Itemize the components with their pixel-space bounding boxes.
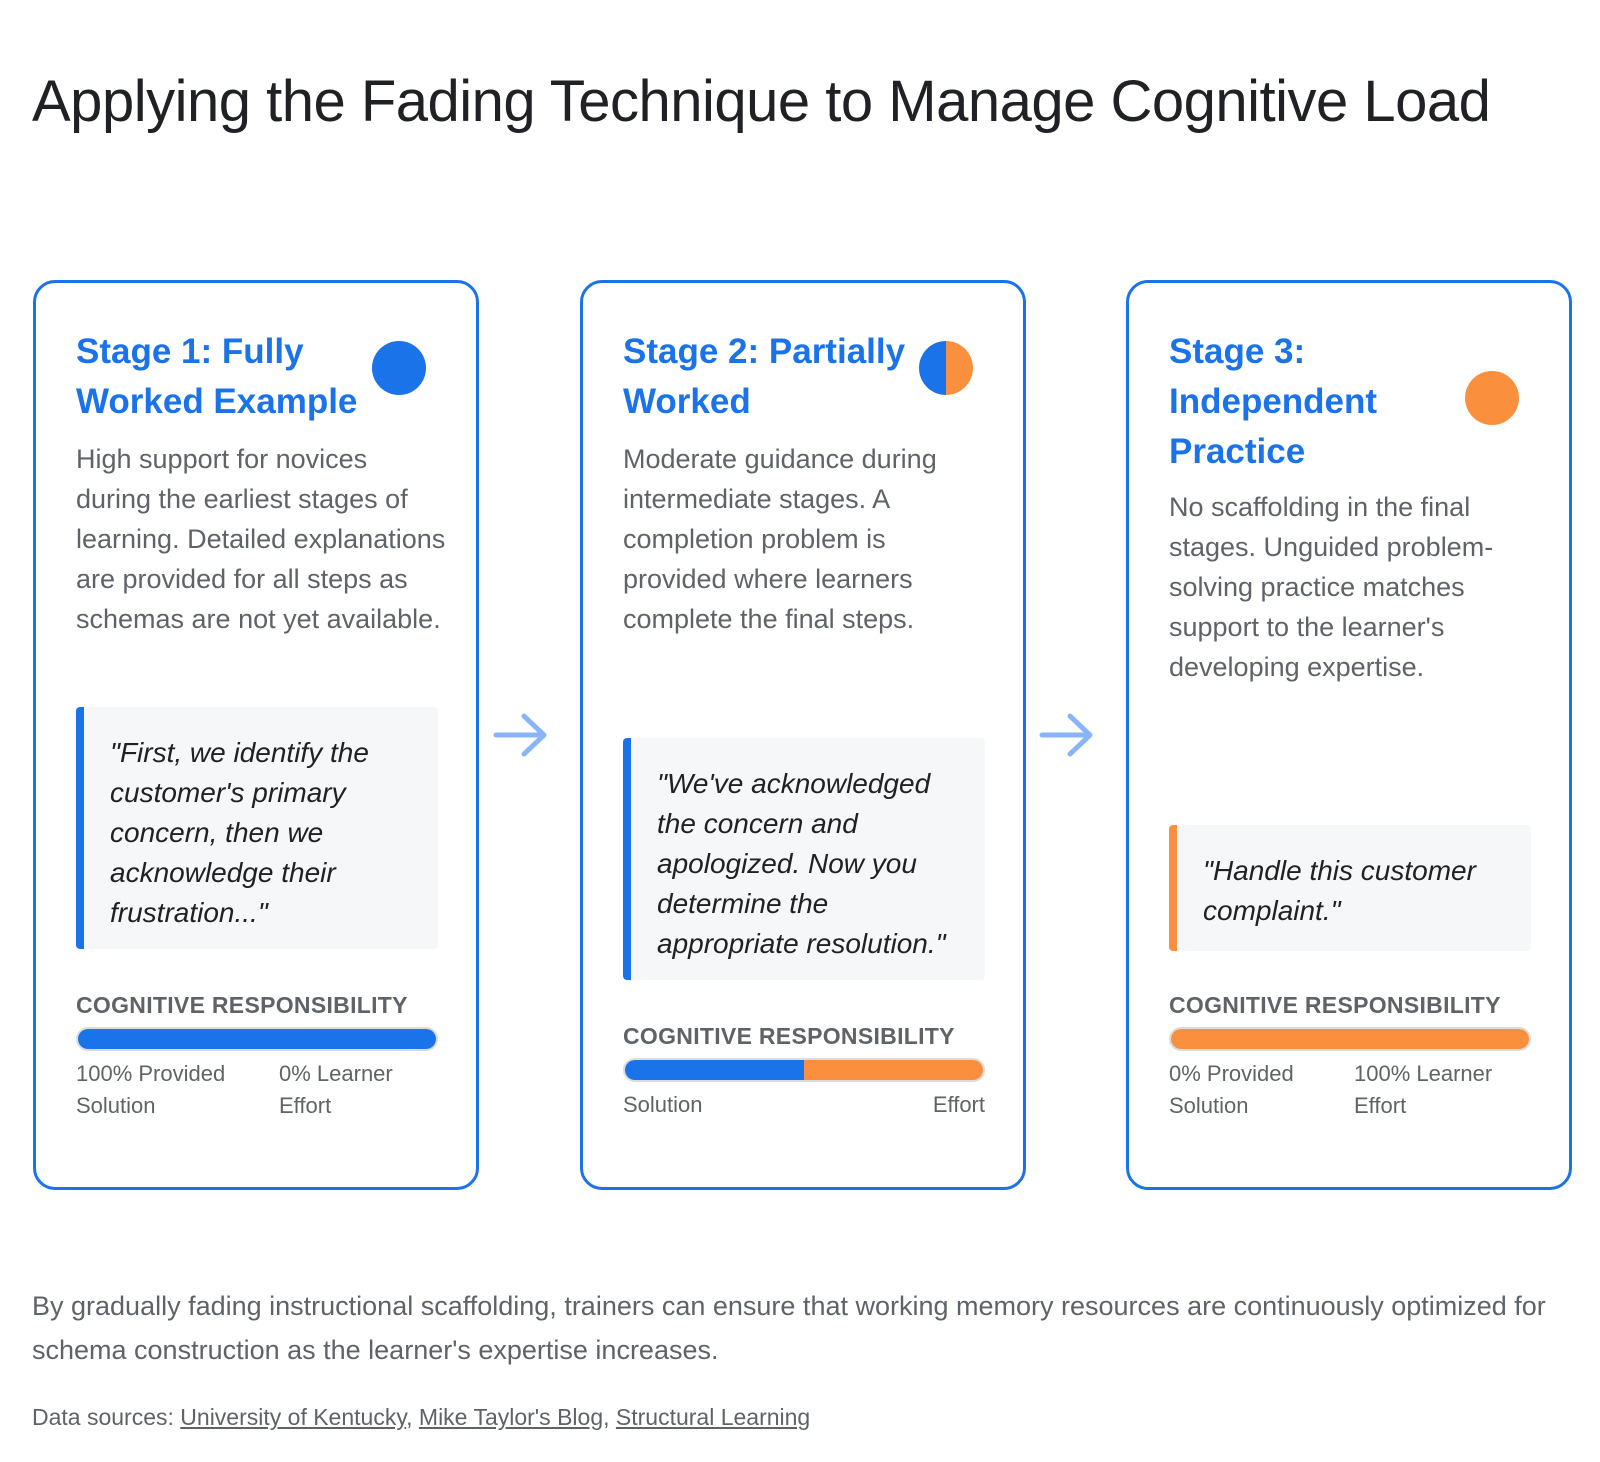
source-link-university-of-kentucky[interactable]: University of Kentucky [180, 1404, 407, 1430]
stage-description: No scaffolding in the final stages. Ungu… [1169, 492, 1494, 682]
cognitive-responsibility-label: COGNITIVE RESPONSIBILITY [623, 1023, 955, 1049]
stage-title: Stage 3: Independent Practice [1169, 332, 1378, 471]
responsibility-bar [1169, 1027, 1531, 1051]
half-blue-half-orange-circle-icon [919, 341, 973, 395]
right-arrow-icon [1039, 713, 1093, 757]
provided-solution-fill [625, 1060, 804, 1080]
solid-orange-circle-icon [1465, 371, 1519, 425]
source-link-structural-learning[interactable]: Structural Learning [615, 1404, 811, 1430]
provided-solution-label: Solution [623, 1092, 703, 1117]
stage-card-3: Stage 3: Independent Practice No scaffol… [1126, 280, 1572, 1190]
learner-effort-label: 0% Learner Effort [279, 1061, 393, 1118]
stage-title: Stage 1: Fully Worked Example [76, 332, 358, 421]
data-sources: Data sources: University of Kentucky, Mi… [32, 1404, 811, 1430]
example-quote: "Handle this customer complaint." [1169, 825, 1531, 951]
right-arrow-icon [493, 713, 547, 757]
page-title: Applying the Fading Technique to Manage … [32, 69, 1491, 134]
stage-description: Moderate guidance during intermediate st… [623, 444, 937, 634]
summary-text: By gradually fading instructional scaffo… [32, 1291, 1546, 1365]
stage-card-2: Stage 2: Partially Worked Moderate guida… [580, 280, 1026, 1190]
learner-effort-label: 100% Learner Effort [1354, 1061, 1493, 1118]
solid-blue-circle-icon [372, 341, 426, 395]
cognitive-responsibility-label: COGNITIVE RESPONSIBILITY [76, 992, 408, 1018]
responsibility-bar [623, 1058, 985, 1082]
stage-description: High support for novices during the earl… [76, 444, 446, 634]
provided-solution-fill [78, 1029, 436, 1049]
source-link-mike-taylors-blog[interactable]: Mike Taylor's Blog [418, 1404, 604, 1430]
example-quote: "We've acknowledged the concern and apol… [623, 738, 985, 980]
sources-prefix: Data sources: [32, 1404, 174, 1430]
stage-title: Stage 2: Partially Worked [623, 332, 906, 421]
learner-effort-fill [804, 1060, 983, 1080]
responsibility-bar [76, 1027, 438, 1051]
cognitive-responsibility-label: COGNITIVE RESPONSIBILITY [1169, 992, 1501, 1018]
example-quote: "First, we identify the customer's prima… [76, 707, 438, 949]
learner-effort-fill [1171, 1029, 1529, 1049]
provided-solution-label: 100% Provided Solution [76, 1061, 226, 1118]
stage-card-1: Stage 1: Fully Worked Example High suppo… [33, 280, 479, 1190]
provided-solution-label: 0% Provided Solution [1169, 1061, 1294, 1118]
learner-effort-label: Effort [932, 1092, 985, 1117]
